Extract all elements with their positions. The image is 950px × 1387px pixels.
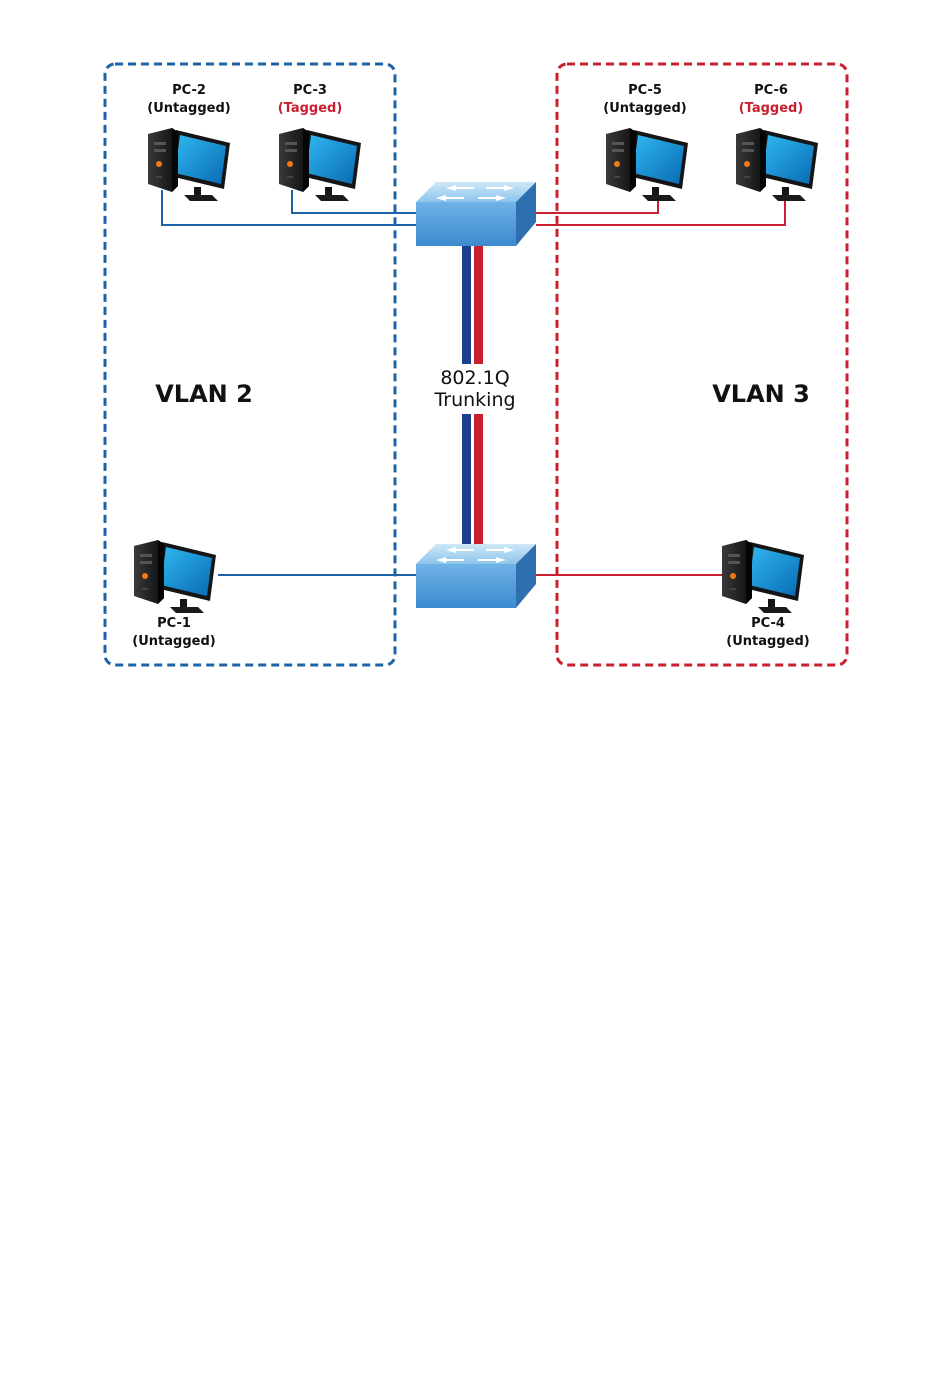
desktop-computer-icon	[606, 128, 688, 201]
link-pc5-switch	[536, 190, 658, 213]
network-switch-icon	[416, 544, 536, 608]
pc3-mode: (Tagged)	[278, 101, 343, 116]
pc2-name: PC-2	[172, 83, 206, 98]
trunk-label-line1: 802.1Q	[440, 367, 509, 389]
pc1-mode: (Untagged)	[132, 634, 215, 649]
pc5-label: PC-5 (Untagged)	[603, 83, 686, 116]
desktop-computer-icon	[722, 540, 804, 613]
link-pc3-switch	[292, 190, 420, 213]
pc6-name: PC-6	[754, 83, 788, 98]
trunk-label-line2: Trunking	[433, 389, 515, 411]
pc5-mode: (Untagged)	[603, 101, 686, 116]
pc3-name: PC-3	[293, 83, 327, 98]
pc5-name: PC-5	[628, 83, 662, 98]
desktop-computer-icon	[736, 128, 818, 201]
pc2-label: PC-2 (Untagged)	[147, 83, 230, 116]
pc6-label: PC-6 (Tagged)	[739, 83, 804, 116]
vlan2-title: VLAN 2	[155, 380, 253, 408]
pc1-name: PC-1	[157, 616, 191, 631]
pc1-label: PC-1 (Untagged)	[132, 616, 215, 649]
pc4-label: PC-4 (Untagged)	[726, 616, 809, 649]
pc6-mode: (Tagged)	[739, 101, 804, 116]
pc4-mode: (Untagged)	[726, 634, 809, 649]
vlan3-title: VLAN 3	[712, 380, 810, 408]
trunk-label: 802.1Q Trunking	[433, 367, 515, 411]
pc2-mode: (Untagged)	[147, 101, 230, 116]
pc3-label: PC-3 (Tagged)	[278, 83, 343, 116]
desktop-computer-icon	[148, 128, 230, 201]
desktop-computer-icon	[134, 540, 216, 613]
network-switch-icon	[416, 182, 536, 246]
pc4-name: PC-4	[751, 616, 785, 631]
